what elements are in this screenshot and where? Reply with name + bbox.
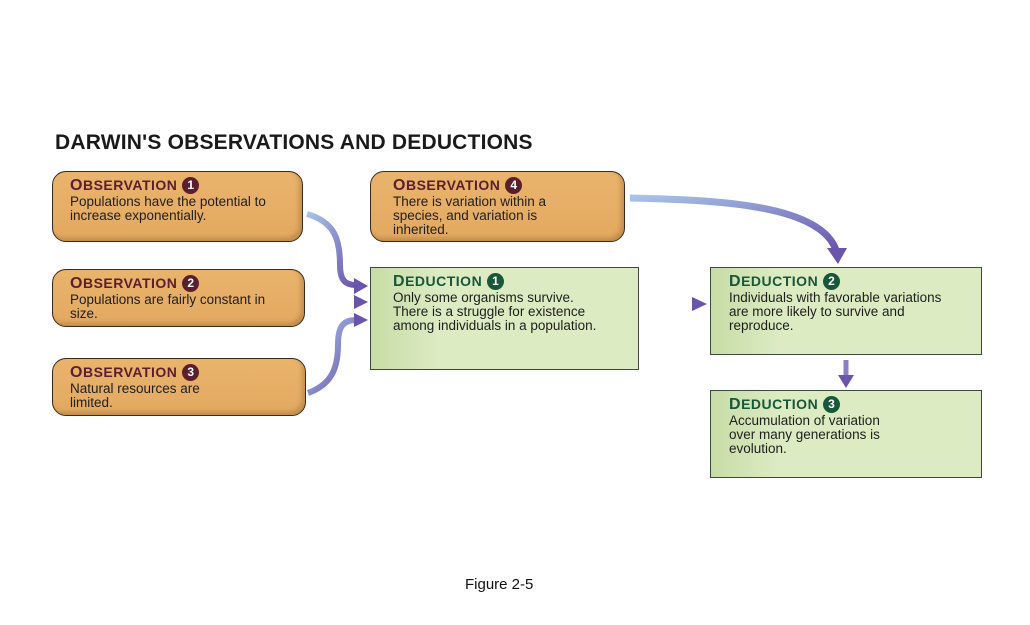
observation-label: Observation: [393, 177, 501, 194]
deduction-label: Deduction: [729, 396, 819, 413]
number-badge: 3: [182, 364, 200, 381]
arrowhead: [354, 278, 368, 294]
arrowhead: [827, 248, 847, 264]
deduction-3: Deduction3 Accumulation of variation ove…: [710, 390, 982, 478]
arrow-obs1-ded1: [306, 211, 357, 288]
observation-1: Observation1 Populations have the potent…: [52, 171, 303, 242]
observation-text: Populations have the potential to increa…: [70, 194, 266, 223]
observation-2: Observation2 Populations are fairly cons…: [52, 269, 305, 327]
deduction-text: Individuals with favorable variations ar…: [729, 290, 942, 333]
deduction-1: Deduction1 Only some organisms survive. …: [370, 267, 639, 370]
number-badge: 3: [823, 396, 841, 413]
arrowhead: [354, 295, 368, 309]
observation-label: Observation: [70, 275, 178, 292]
figure-caption: Figure 2-5: [465, 576, 534, 593]
observation-label: Observation: [70, 364, 178, 381]
deduction-text: Accumulation of variation over many gene…: [729, 413, 880, 456]
arrowhead: [838, 375, 854, 388]
number-badge: 1: [487, 273, 505, 290]
observation-text: Natural resources are limited.: [70, 381, 200, 410]
arrow-obs3-ded1: [306, 317, 357, 396]
observation-text: Populations are fairly constant in size.: [70, 292, 266, 321]
deduction-label: Deduction: [729, 273, 819, 290]
observation-4: Observation4 There is variation within a…: [370, 171, 625, 242]
observation-3: Observation3 Natural resources are limit…: [52, 358, 306, 416]
arrow-obs4-ded2: [629, 194, 840, 252]
diagram-title: DARWIN'S OBSERVATIONS AND DEDUCTIONS: [55, 131, 533, 154]
arrowhead: [354, 313, 368, 327]
number-badge: 1: [182, 177, 200, 194]
deduction-2: Deduction2 Individuals with favorable va…: [710, 267, 982, 355]
deduction-text: Only some organisms survive. There is a …: [393, 290, 597, 333]
observation-text: There is variation within a species, and…: [393, 194, 547, 237]
observation-label: Observation: [70, 177, 178, 194]
arrowhead: [692, 297, 707, 311]
number-badge: 4: [505, 177, 523, 194]
number-badge: 2: [823, 273, 841, 290]
deduction-label: Deduction: [393, 273, 483, 290]
number-badge: 2: [182, 275, 200, 292]
